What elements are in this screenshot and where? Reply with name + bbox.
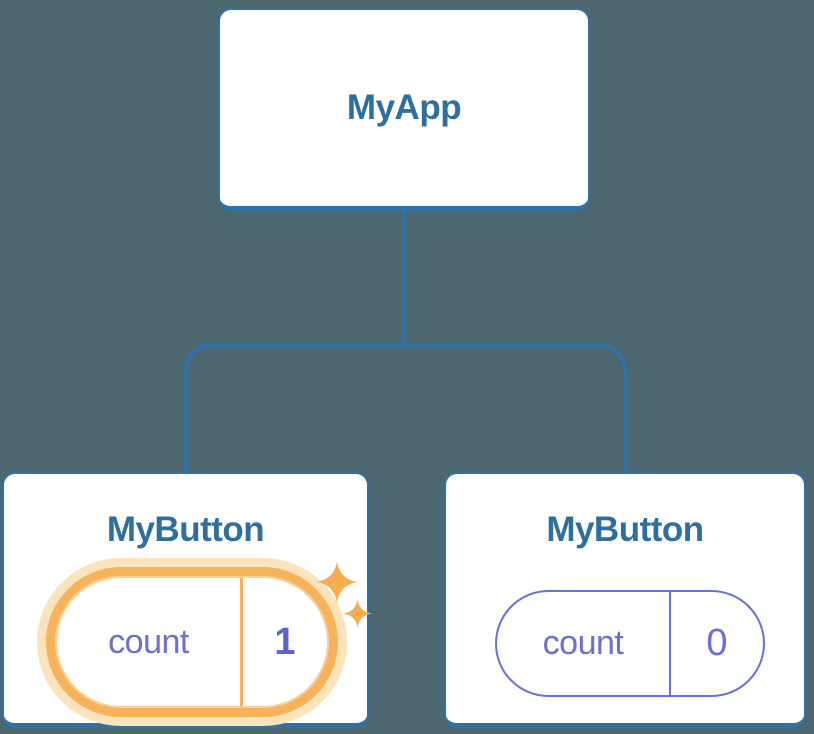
state-value: 0 (706, 622, 728, 664)
state-value-cell: 1 (243, 578, 327, 706)
node-card-myapp: MyApp (218, 8, 590, 211)
state-key-cell: count (497, 592, 669, 695)
state-value: 1 (274, 620, 296, 663)
state-key-label: count (108, 622, 189, 661)
node-title-mybutton-left: MyButton (106, 510, 265, 549)
state-pill-highlighted: count 1 (46, 567, 338, 717)
state-pill-inner: count 1 (55, 576, 329, 708)
pill-divider (240, 578, 243, 706)
node-title-myapp: MyApp (346, 88, 462, 127)
connector-branch-bracket (184, 343, 627, 473)
state-pill: count 0 (495, 590, 765, 697)
state-value-cell: 0 (671, 592, 763, 695)
sparkle-large-icon (316, 561, 358, 603)
node-card-mybutton-right: MyButton count 0 (444, 472, 806, 728)
node-title-mybutton-right: MyButton (546, 510, 704, 549)
connector-root-line (402, 211, 406, 345)
node-card-mybutton-left: MyButton count 1 (2, 472, 372, 728)
state-key-label: count (542, 624, 624, 662)
pill-divider (669, 592, 671, 695)
sparkle-small-icon (343, 599, 372, 628)
state-key-cell: count (57, 578, 240, 706)
